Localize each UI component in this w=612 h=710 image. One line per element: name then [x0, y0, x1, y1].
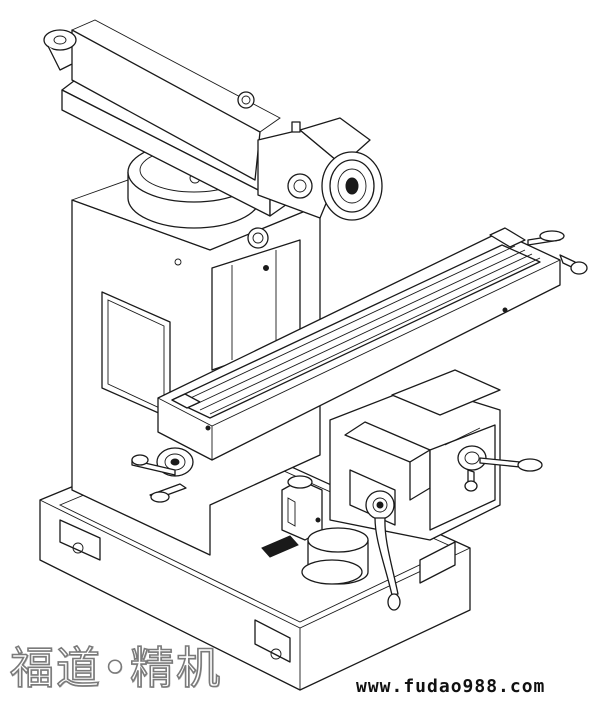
table-end-handle [528, 231, 587, 274]
ram [44, 20, 300, 216]
chip-guard [262, 536, 298, 557]
work-table [158, 228, 560, 460]
website-url: www.fudao988.com [356, 676, 546, 697]
milling-head [258, 118, 382, 220]
left-handwheel [132, 448, 193, 502]
watermark: 福道•精机 [9, 642, 222, 695]
oil-pump [282, 476, 322, 540]
knee-crank [366, 491, 400, 610]
elevating-screw [302, 528, 368, 584]
right-handwheel [458, 446, 542, 491]
